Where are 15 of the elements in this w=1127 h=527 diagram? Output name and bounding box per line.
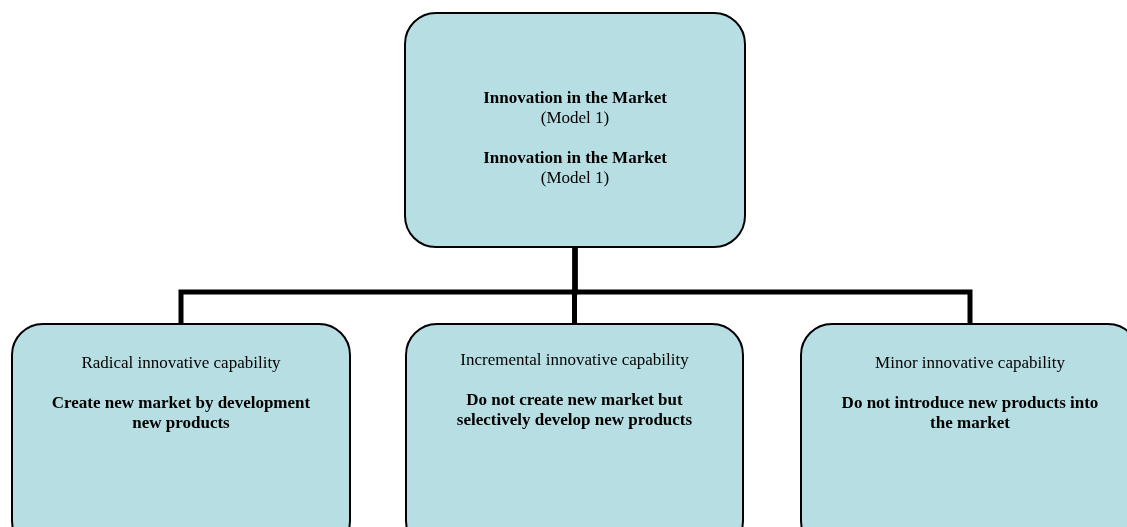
rounded-box (11, 323, 351, 527)
heading-text: Create new market by development new products (51, 393, 311, 433)
body-text: (Model 1) (540, 108, 610, 128)
heading-text: Innovation in the Market (483, 148, 667, 168)
rounded-box (405, 323, 744, 527)
rounded-box (404, 12, 746, 248)
body-text: Minor innovative capability (875, 353, 1065, 373)
rounded-box (800, 323, 1127, 527)
heading-text: Do not create new market but selectively develop new products (455, 390, 694, 430)
body-text: Incremental innovative capability (460, 350, 689, 370)
body-text: (Model 1) (540, 168, 610, 188)
heading-text: Innovation in the Market (483, 88, 667, 108)
body-text: Radical innovative capability (81, 353, 281, 373)
connector-line (572, 248, 973, 323)
heading-text: Do not introduce new products into the market (840, 393, 1100, 433)
